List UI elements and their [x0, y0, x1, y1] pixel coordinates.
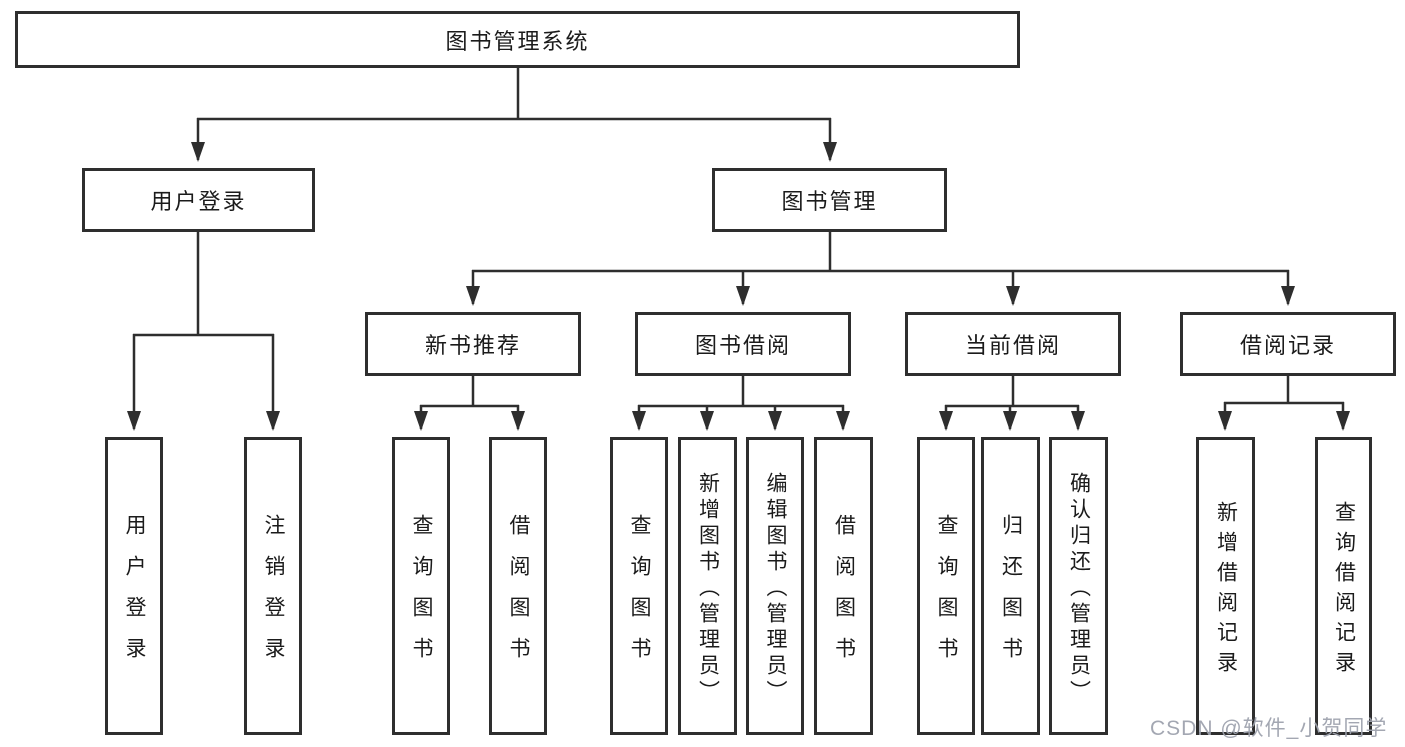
leaf-return-books: 归还图书: [981, 437, 1040, 735]
leaf-confirm-return-admin: 确认归还（管理员）: [1049, 437, 1108, 735]
leaf-user-login: 用户登录: [105, 437, 163, 735]
connector-book-borrow-to-leaves: [632, 376, 850, 431]
connector-root-to-level2: [191, 68, 837, 162]
leaf-query-books-recommend: 查询图书: [392, 437, 450, 735]
connector-current-borrow-to-leaves: [939, 376, 1085, 431]
connector-new-book-recommend-to-leaves: [414, 376, 525, 431]
leaf-edit-books-admin: 编辑图书（管理员）: [746, 437, 804, 735]
node-current-borrow: 当前借阅: [905, 312, 1121, 376]
leaf-query-books-current: 查询图书: [917, 437, 975, 735]
connector-borrow-records-to-leaves: [1218, 376, 1350, 431]
node-root: 图书管理系统: [15, 11, 1020, 68]
node-book-borrow: 图书借阅: [635, 312, 851, 376]
leaf-add-books-admin: 新增图书（管理员）: [678, 437, 737, 735]
node-book-management: 图书管理: [712, 168, 947, 232]
leaf-borrow-books: 借阅图书: [814, 437, 873, 735]
csdn-watermark: CSDN @软件_小贺同学: [1150, 717, 1388, 740]
node-user-login: 用户登录: [82, 168, 315, 232]
node-new-book-recommend: 新书推荐: [365, 312, 581, 376]
node-borrow-records: 借阅记录: [1180, 312, 1396, 376]
leaf-query-books-borrow: 查询图书: [610, 437, 668, 735]
connector-user-login-to-leaves: [127, 232, 280, 431]
leaf-borrow-books-recommend: 借阅图书: [489, 437, 547, 735]
leaf-logout: 注销登录: [244, 437, 302, 735]
leaf-add-borrow-record: 新增借阅记录: [1196, 437, 1255, 735]
leaf-query-borrow-record: 查询借阅记录: [1315, 437, 1372, 735]
connector-book-management-to-level3: [466, 232, 1295, 306]
